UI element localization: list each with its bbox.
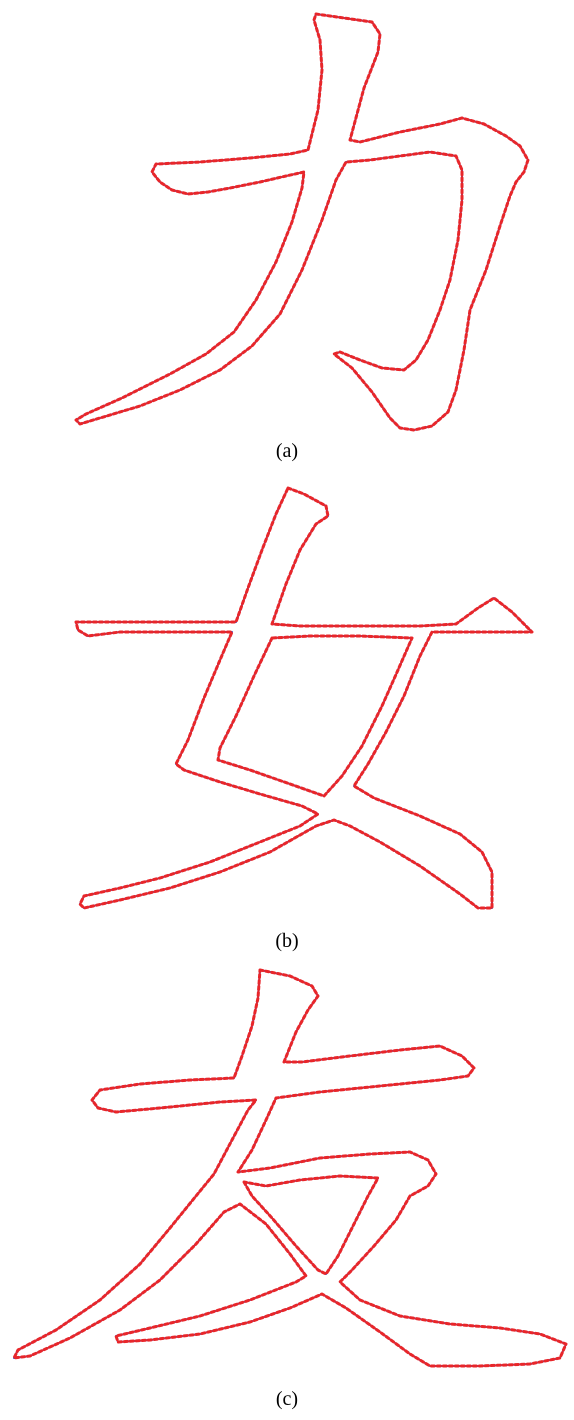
outline-nv-main-reference [75,487,533,909]
caption-c: (c) [275,1388,299,1410]
panel-b: (b) [0,480,574,960]
outline-nv-main-fitted [74,486,534,910]
panel-a: (a) [0,0,574,480]
glyph-outline-nv [74,486,534,910]
panel-c: (c) [0,960,574,1420]
caption-a: (a) [275,440,299,462]
outline-you-main-fitted [12,968,568,1368]
caption-b: (b) [275,930,299,952]
glyph-outline-you [12,968,568,1368]
outline-li-main-fitted [74,12,530,432]
glyph-outline-li [74,12,530,432]
